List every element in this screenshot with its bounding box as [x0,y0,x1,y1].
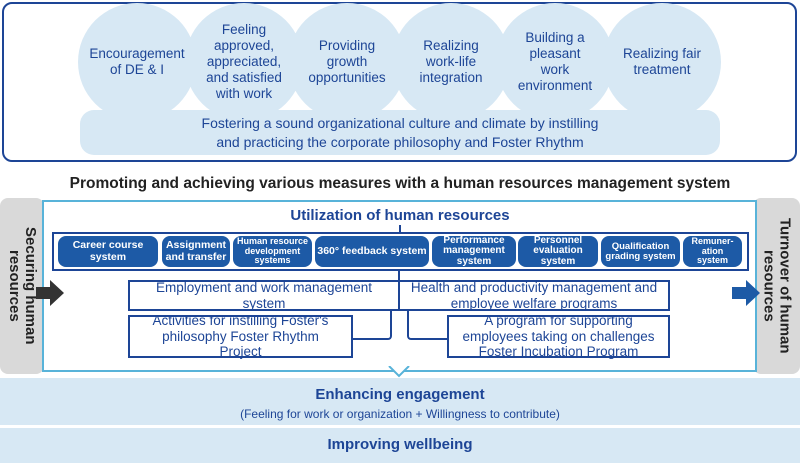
values-panel [2,2,797,162]
engagement-subtitle: (Feeling for work or organization + Will… [240,407,560,421]
system-label: Personnel evaluation system [533,234,583,267]
incubation-box: A program for supporting employees takin… [447,313,670,360]
value-label: Encouragement of DE & I [89,45,185,77]
system-pill: Human resource development systems [233,236,312,267]
turnover-panel: Turnover of human resources [753,198,800,374]
culture-line: and practicing the corporate philosophy … [216,133,584,150]
engagement-title: Enhancing engagement [315,386,485,403]
system-label: Human resource development systems [236,236,309,266]
system-label: Qualification grading system [605,240,676,262]
connector [398,271,400,281]
activities-box: Activities for instilling Foster's philo… [128,313,353,360]
box-label: A program for supporting employees takin… [462,313,655,360]
utilization-title: Utilization of human resources [290,207,510,224]
employment-box: Employment and work management system [128,280,400,311]
box-label: Health and productivity management and e… [410,279,658,311]
connector [399,225,401,233]
value-circle: Realizing work-life integration [392,3,510,121]
value-label: Realizing fair treatment [622,45,702,77]
system-row [52,232,749,271]
culture-line: Fostering a sound organizational culture… [201,115,599,132]
system-pill: Performance management system [432,234,516,267]
value-label: Realizing work-life integration [419,37,483,86]
system-pill: Assignment and transfer [162,236,230,267]
system-pill: Personnel evaluation system [518,234,598,267]
health-box: Health and productivity management and e… [398,280,670,311]
arrow-right-icon [732,280,760,306]
connector [352,310,392,340]
system-label: Career course system [72,239,144,263]
securing-label: Securing human resources [6,227,39,345]
value-circle: Realizing fair treatment [603,3,721,121]
box-label: Activities for instilling Foster's philo… [152,313,329,360]
value-circle: Building a pleasant work environment [496,3,614,121]
value-circle: Encouragement of DE & I [78,3,196,121]
turnover-label: Turnover of human resources [760,218,794,354]
system-label: Assignment and transfer [165,239,227,263]
culture-bar: Fostering a sound organizational culture… [80,110,720,155]
arrow-right-icon [36,280,64,306]
value-label: Building a pleasant work environment [517,29,593,94]
value-label: Feeling approved, appreciated, and satis… [206,21,282,102]
value-label: Providing growth opportunities [308,37,386,86]
chevron-down-icon [388,366,410,378]
wellbeing-band: Improving wellbeing [0,428,800,463]
securing-panel: Securing human resources [0,198,44,374]
box-label: Employment and work management system [155,279,373,311]
system-label: Remuner-ation system [691,236,734,266]
system-label: Performance management system [443,234,505,267]
system-pill: Qualification grading system [601,236,680,267]
value-circle: Feeling approved, appreciated, and satis… [185,3,303,121]
value-circles: Encouragement of DE & I Feeling approved… [0,3,800,121]
section-heading: Promoting and achieving various measures… [69,175,731,192]
value-circle: Providing growth opportunities [288,3,406,121]
system-label: 360° feedback system [317,244,427,257]
system-pill: 360° feedback system [315,236,429,267]
connector [407,310,449,340]
engagement-band: Enhancing engagement (Feeling for work o… [0,378,800,425]
system-pill: Career course system [58,236,158,267]
system-pill: Remuner-ation system [683,236,742,267]
